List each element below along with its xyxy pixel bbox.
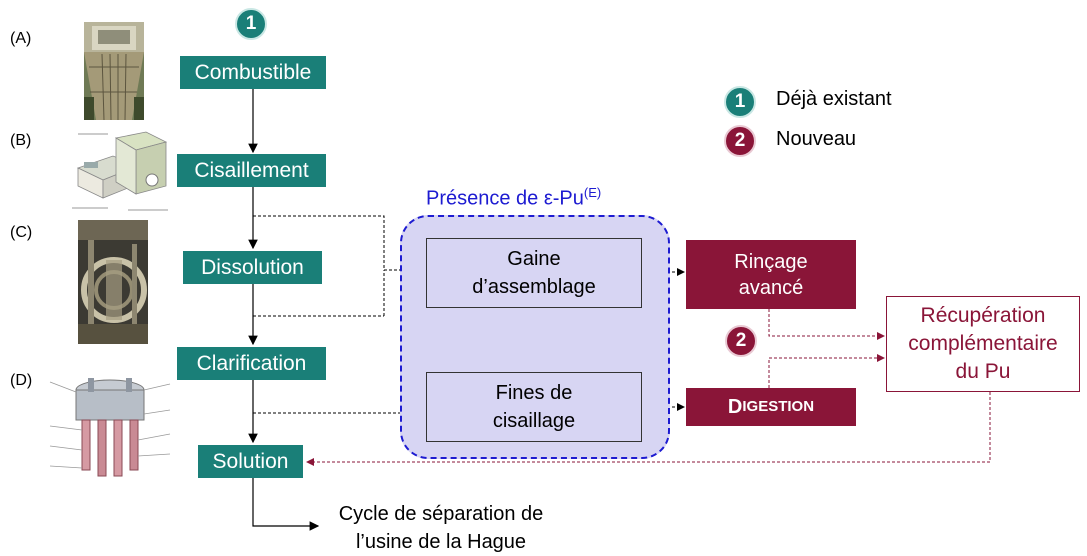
clarifier-schematic xyxy=(48,370,174,486)
arrow-recovery-solution xyxy=(306,392,991,466)
new-step-marker: 2 xyxy=(725,325,757,357)
arrow-rincage-recovery xyxy=(768,309,885,340)
arrow-solution-output xyxy=(252,478,320,531)
box-recuperation-pu: Récupération complémentaire du Pu xyxy=(886,296,1080,392)
label-c: (C) xyxy=(10,224,33,241)
legend-existing-icon: 1 xyxy=(724,86,756,118)
shearing-machine-schematic xyxy=(68,128,174,218)
digestion-initial: D xyxy=(727,396,743,418)
box-fines-cisaillage: Fines de cisaillage xyxy=(426,372,642,442)
presence-title: Présence de ε-Pu(E) xyxy=(426,185,601,211)
legend-new-label: Nouveau xyxy=(776,128,857,150)
label-d: (D) xyxy=(10,372,33,389)
legend-existing-label: Déjà existant xyxy=(776,88,892,110)
fuel-assembly-photo xyxy=(84,22,144,120)
step-combustible: Combustible xyxy=(180,56,326,89)
output-cycle-text: Cycle de séparation de l’usine de la Hag… xyxy=(338,503,544,553)
box-gaine-assemblage: Gaine d’assemblage xyxy=(426,238,642,308)
presence-title-superscript: (E) xyxy=(583,185,602,200)
label-a: (A) xyxy=(10,30,32,47)
step-solution: Solution xyxy=(198,445,303,478)
box-rincage-avance: Rinçage avancé xyxy=(686,240,856,309)
arrow-digestion-recovery xyxy=(768,354,885,388)
existing-step-marker: 1 xyxy=(235,8,267,40)
legend-new-icon: 2 xyxy=(724,125,756,157)
digestion-rest: IGESTION xyxy=(742,398,815,415)
label-b: (B) xyxy=(10,132,32,149)
dissolver-photo xyxy=(78,220,148,344)
step-cisaillement: Cisaillement xyxy=(177,154,326,187)
step-dissolution: Dissolution xyxy=(183,251,322,284)
step-clarification: Clarification xyxy=(177,347,326,380)
presence-title-text: Présence de ε-Pu xyxy=(426,187,584,210)
